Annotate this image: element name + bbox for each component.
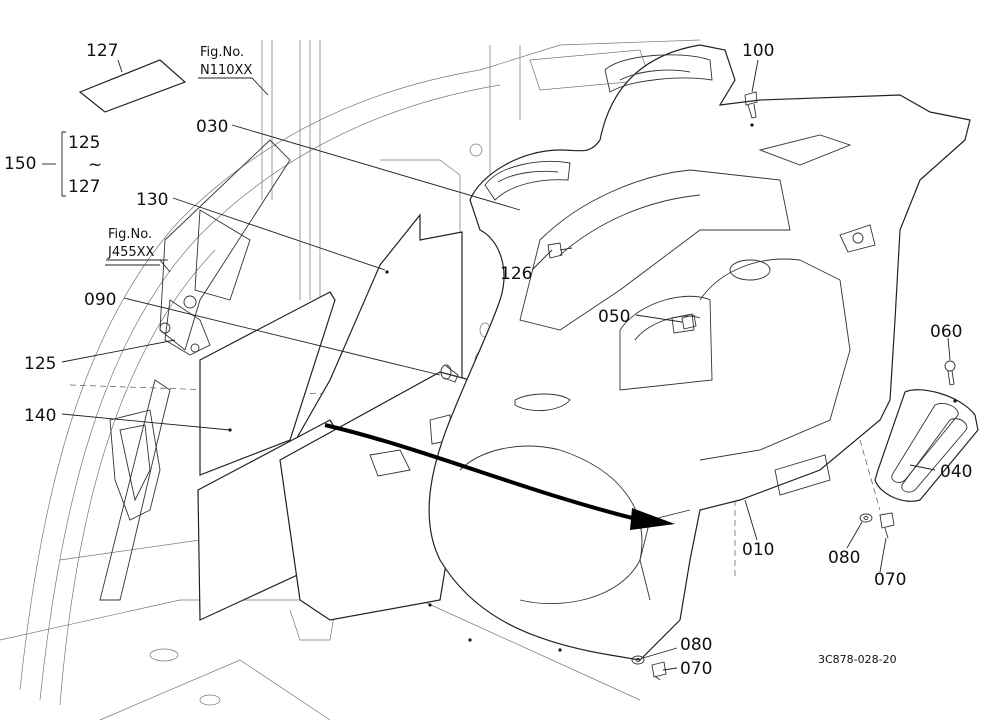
bolt-070-lower (651, 661, 667, 681)
group-tilde: ~ (88, 155, 102, 175)
group-to: 127 (68, 177, 100, 197)
direction-arrow (324, 423, 675, 530)
callout-080-upper: 080 (828, 548, 860, 568)
group-from: 125 (68, 133, 100, 153)
washer-080-upper (859, 513, 873, 523)
callout-080-lower: 080 (680, 635, 712, 655)
callout-050: 050 (598, 307, 630, 327)
callout-100: 100 (742, 41, 774, 61)
callouts: 127 030 130 090 125 140 100 126 050 060 … (24, 41, 972, 679)
bolt-070-upper (879, 512, 895, 539)
callout-126: 126 (500, 264, 532, 284)
callout-040: 040 (940, 462, 972, 482)
screw-126 (547, 242, 573, 259)
leader-lines (61, 59, 951, 671)
mounting-bracket (159, 139, 291, 356)
callout-070-upper: 070 (874, 570, 906, 590)
group-id: 150 (4, 154, 36, 174)
clip-090 (440, 364, 459, 383)
fig-ref-1-code: N110XX (200, 63, 252, 78)
fig-ref-n110: Fig.No. N110XX (198, 45, 269, 96)
bolt-100 (744, 91, 758, 127)
callout-010: 010 (742, 540, 774, 560)
callout-125: 125 (24, 354, 56, 374)
fig-ref-2-code: J455XX (107, 245, 155, 260)
callout-140: 140 (24, 406, 56, 426)
fender-cover-010 (428, 44, 971, 661)
step-plate-040 (874, 389, 979, 502)
drawing-id: 3C878-028-20 (818, 653, 897, 666)
callout-090: 090 (84, 290, 116, 310)
group-150: 150 125 ~ 127 (4, 131, 102, 197)
callout-030: 030 (196, 117, 228, 137)
fig-ref-1-title: Fig.No. (200, 45, 244, 60)
callout-070-lower: 070 (680, 659, 712, 679)
callout-130: 130 (136, 190, 168, 210)
callout-060: 060 (930, 322, 962, 342)
left-pillar-trim (99, 379, 171, 601)
bolt-060 (944, 360, 957, 403)
panel-127 (78, 59, 187, 113)
fig-ref-2-title: Fig.No. (108, 227, 152, 242)
callout-127: 127 (86, 41, 118, 61)
clip-050 (681, 314, 697, 330)
washer-080-lower (631, 655, 645, 665)
fig-ref-j455: Fig.No. J455XX (106, 227, 171, 273)
